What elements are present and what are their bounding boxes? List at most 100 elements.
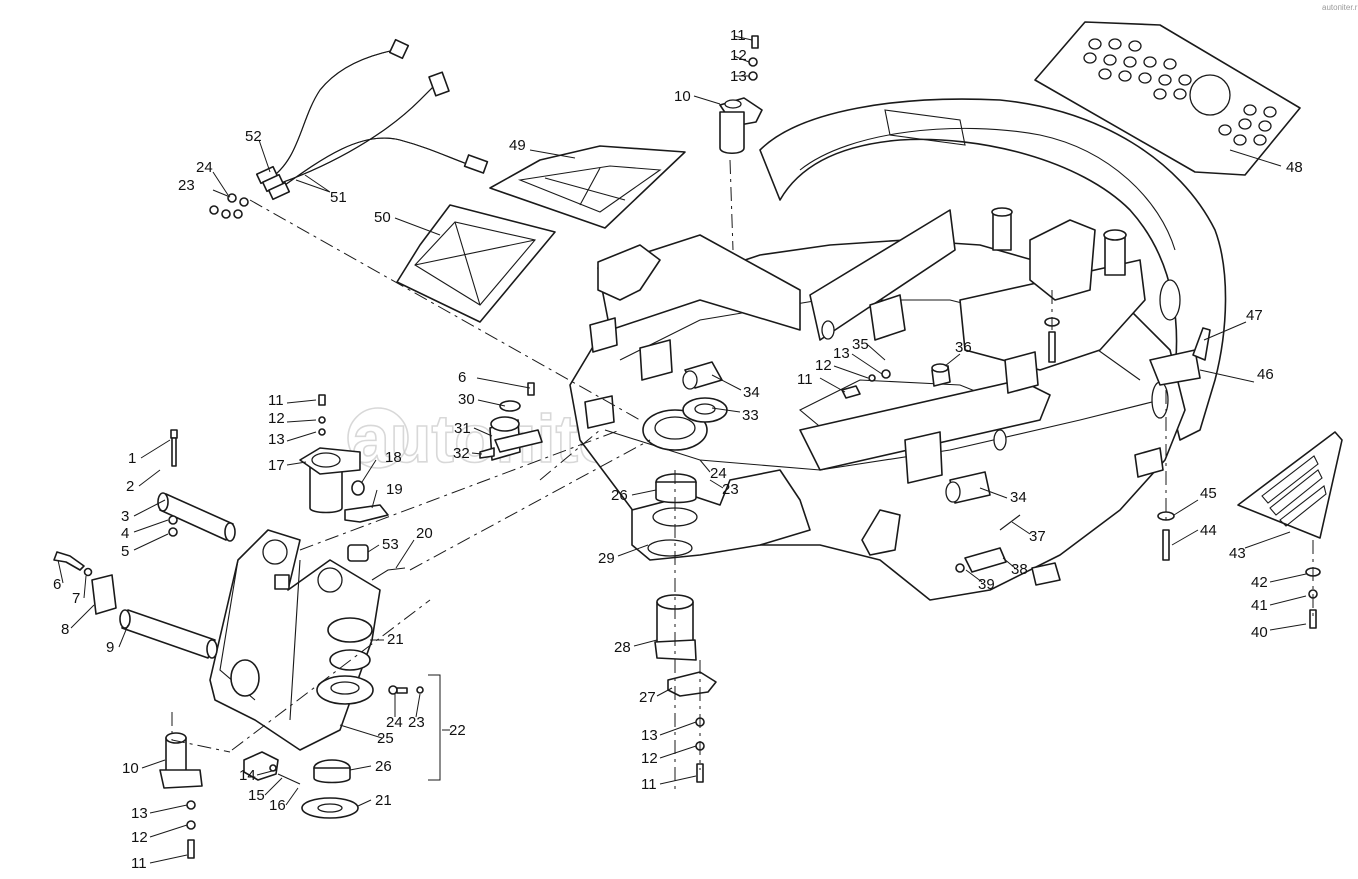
- callout-17: 17: [268, 457, 285, 474]
- cover-plate-50: [396, 204, 556, 323]
- callout-21-lower: 21: [375, 792, 392, 809]
- assembly-lines: [171, 159, 1314, 790]
- callout-37: 37: [1029, 528, 1046, 545]
- callout-10-top: 10: [674, 88, 691, 105]
- callout-36: 36: [955, 339, 972, 356]
- clamp-19: [344, 504, 389, 523]
- callout-18: 18: [385, 449, 402, 466]
- callout-27: 27: [639, 689, 656, 706]
- hydraulic-hoses: [209, 38, 489, 219]
- callout-48: 48: [1286, 159, 1303, 176]
- callout-34: 34: [743, 384, 760, 401]
- ring-18: [351, 480, 365, 496]
- swing-bracket-assembly: [209, 529, 381, 751]
- callout-31: 31: [454, 420, 471, 437]
- callout-11-mid: 11: [641, 776, 657, 793]
- callout-7: 7: [72, 590, 80, 607]
- block-14: [243, 751, 279, 781]
- callout-21: 21: [387, 631, 404, 648]
- callout-24: 24: [386, 714, 403, 731]
- callout-11-center: 11: [797, 371, 813, 388]
- callout-12-center: 12: [815, 357, 832, 374]
- callout-2: 2: [126, 478, 134, 495]
- plate-8: [91, 574, 117, 615]
- callout-34-right: 34: [1010, 489, 1027, 506]
- callout-13-center: 13: [833, 345, 850, 362]
- cover-plate-49: [489, 145, 686, 229]
- callout-47: 47: [1246, 307, 1263, 324]
- main-frame: [569, 98, 1227, 601]
- callout-24-mid: 24: [710, 465, 727, 482]
- callout-44: 44: [1200, 522, 1217, 539]
- bolt-6: [53, 551, 85, 571]
- callout-42: 42: [1251, 574, 1268, 591]
- callout-41: 41: [1251, 597, 1268, 614]
- callout-13-mid: 13: [641, 727, 658, 744]
- watermark-corner-text: autoпiter.ru: [1322, 3, 1358, 12]
- callout-26-mid: 26: [611, 487, 628, 504]
- cover-plates: [396, 145, 686, 323]
- callout-53: 53: [382, 536, 399, 553]
- callout-35: 35: [852, 336, 869, 353]
- callout-25: 25: [377, 730, 394, 747]
- callout-32: 32: [453, 445, 470, 462]
- callout-12-left: 12: [268, 410, 285, 427]
- callout-14: 14: [239, 767, 256, 784]
- callout-23-top: 23: [178, 177, 195, 194]
- callout-3: 3: [121, 508, 129, 525]
- callout-9: 9: [106, 639, 114, 656]
- pin-31-assembly: [479, 382, 543, 461]
- leader-lines: [57, 35, 1307, 864]
- pin-9: [119, 609, 218, 659]
- callout-5: 5: [121, 543, 129, 560]
- callout-11-left: 11: [268, 392, 284, 409]
- right-hardware: [841, 317, 1321, 629]
- perforated-cover-48: [1034, 21, 1301, 176]
- callout-11: 11: [131, 855, 147, 872]
- callout-30: 30: [458, 391, 475, 408]
- callout-46: 46: [1257, 366, 1274, 383]
- callout-24-top: 24: [196, 159, 213, 176]
- callout-1: 1: [128, 450, 136, 467]
- callout-12: 12: [131, 829, 148, 846]
- callout-39: 39: [978, 576, 995, 593]
- callout-22: 22: [449, 722, 466, 739]
- pin-3: [157, 492, 236, 542]
- callout-13: 13: [131, 805, 148, 822]
- callout-50: 50: [374, 209, 391, 226]
- callout-16: 16: [269, 797, 286, 814]
- callout-49: 49: [509, 137, 526, 154]
- bushing-53: [347, 544, 369, 562]
- callout-33: 33: [742, 407, 759, 424]
- callout-20: 20: [416, 525, 433, 542]
- callout-28: 28: [614, 639, 631, 656]
- callout-4: 4: [121, 525, 129, 542]
- callout-40: 40: [1251, 624, 1268, 641]
- callout-51: 51: [330, 189, 347, 206]
- callout-29: 29: [598, 550, 615, 567]
- callout-45: 45: [1200, 485, 1217, 502]
- callout-13-left: 13: [268, 431, 285, 448]
- callout-26: 26: [375, 758, 392, 775]
- callout-labels: 1 2 3 4 5 6 7 8 9 10 11 12 13 14 15 16 1…: [53, 27, 1303, 872]
- callout-13-top: 13: [730, 68, 747, 85]
- callout-6-mid: 6: [458, 369, 466, 386]
- callout-15: 15: [248, 787, 265, 804]
- callout-12-mid: 12: [641, 750, 658, 767]
- bushing-17: [299, 394, 361, 514]
- bolt-16: [277, 773, 301, 785]
- callout-10: 10: [122, 760, 139, 777]
- pin-20: [371, 567, 406, 581]
- callout-19: 19: [386, 481, 403, 498]
- pin-10-upper: [719, 35, 763, 155]
- callout-6: 6: [53, 576, 61, 593]
- callout-12-top: 12: [730, 47, 747, 64]
- callout-11-top: 11: [730, 27, 746, 44]
- pin-10-lower: [159, 732, 203, 859]
- bolt-1: [170, 429, 178, 467]
- callout-8: 8: [61, 621, 69, 638]
- callout-38: 38: [1011, 561, 1028, 578]
- callout-43: 43: [1229, 545, 1246, 562]
- callout-23: 23: [408, 714, 425, 731]
- step-plate-43: [1237, 431, 1343, 539]
